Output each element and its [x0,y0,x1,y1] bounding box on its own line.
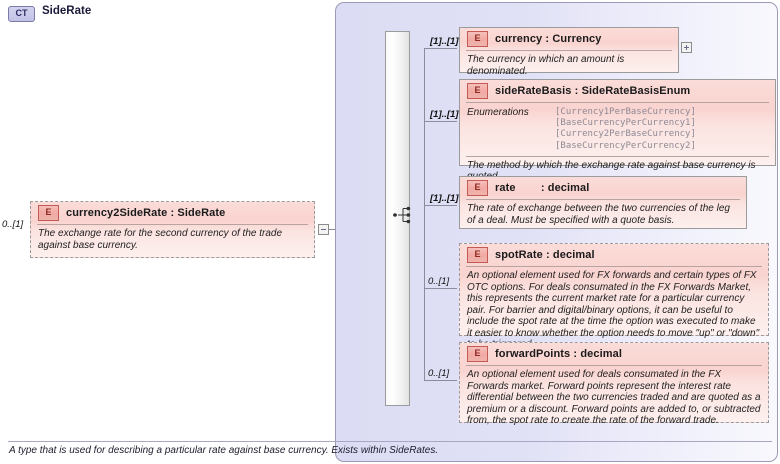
element-box-currency[interactable]: E currency : Currency The currency in wh… [459,27,679,77]
element-description: The exchange rate for the second currenc… [38,228,283,251]
element-header: E rate : decimal [460,177,746,199]
complextype-title: SideRate [42,5,92,17]
element-box-rate[interactable]: E rate : decimal The rate of exchange be… [459,176,747,229]
element-badge-icon: E [467,346,488,362]
divider [466,365,762,366]
connector-branch-currency [424,48,457,49]
occurrence-rate: [1]..[1] [430,193,459,204]
occurrence-siderratebasis: [1]..[1] [430,109,459,120]
occurrence-forwardpoints: 0..[1] [428,368,450,379]
element-header: E forwardPoints : decimal [460,343,768,365]
connector-branch-forwardpoints [424,380,457,381]
element-name: currency : Currency [495,33,602,45]
enumeration-item: [Currency1PerBaseCurrency] [555,107,696,117]
element-badge-icon: E [467,247,488,263]
connector-branch-spotrate [424,288,457,289]
element-name: forwardPoints : decimal [495,348,622,360]
divider [466,266,762,267]
enumeration-item: [BaseCurrencyPerCurrency1] [555,118,696,129]
connector-branch-rate [424,205,457,206]
element-description: The rate of exchange between the two cur… [467,203,730,226]
complextype-footer-description: A type that is used for describing a par… [9,445,439,456]
enumerations-label: Enumerations [467,107,529,118]
element-badge-icon: E [38,205,59,221]
element-badge-icon: E [467,180,488,196]
divider [37,224,308,225]
element-header: E spotRate : decimal [460,244,768,266]
element-box-currency2siderate[interactable]: E currency2SideRate : SideRate The excha… [30,201,315,258]
element-name: currency2SideRate : SideRate [66,207,226,219]
element-header: E currency2SideRate : SideRate [31,202,314,224]
footer-divider [8,441,772,442]
element-description: An optional element used for deals consu… [467,369,761,426]
element-name: spotRate : decimal [495,249,595,261]
element-name: rate : decimal [495,182,590,194]
source-element-occurrence: 0..[1] [2,219,24,230]
occurrence-currency: [1]..[1] [430,36,459,47]
complextype-badge-icon: CT [8,6,35,22]
divider [466,50,672,51]
sequence-compositor-icon[interactable] [392,205,412,225]
occurrence-spotrate: 0..[1] [428,276,450,287]
enumeration-item: [BaseCurrencyPerCurrency2] [555,140,696,151]
divider [466,199,740,200]
expand-plus-icon[interactable] [681,42,692,53]
connector-branch-siderratebasis [424,121,457,122]
model-group-bar [385,31,410,406]
element-name: sideRateBasis : SideRateBasisEnum [495,85,691,97]
element-badge-icon: E [467,83,488,99]
element-header: E sideRateBasis : SideRateBasisEnum [460,80,775,102]
connector-trunk [424,48,425,380]
element-box-spotrate[interactable]: E spotRate : decimal An optional element… [459,243,769,350]
enumerations-list: [Currency1PerBaseCurrency] [BaseCurrency… [555,107,696,152]
collapse-minus-icon[interactable] [318,224,329,235]
element-header: E currency : Currency [460,28,678,50]
element-box-siderratebasis[interactable]: E sideRateBasis : SideRateBasisEnum Enum… [459,79,776,182]
enumerations-section: Enumerations [Currency1PerBaseCurrency] … [460,103,775,156]
element-box-forwardpoints[interactable]: E forwardPoints : decimal An optional el… [459,342,769,426]
element-badge-icon: E [467,31,488,47]
divider [466,102,769,103]
element-description: The currency in which an amount is denom… [467,54,625,77]
divider [466,155,769,157]
enumeration-item: [Currency2PerBaseCurrency] [555,129,696,140]
